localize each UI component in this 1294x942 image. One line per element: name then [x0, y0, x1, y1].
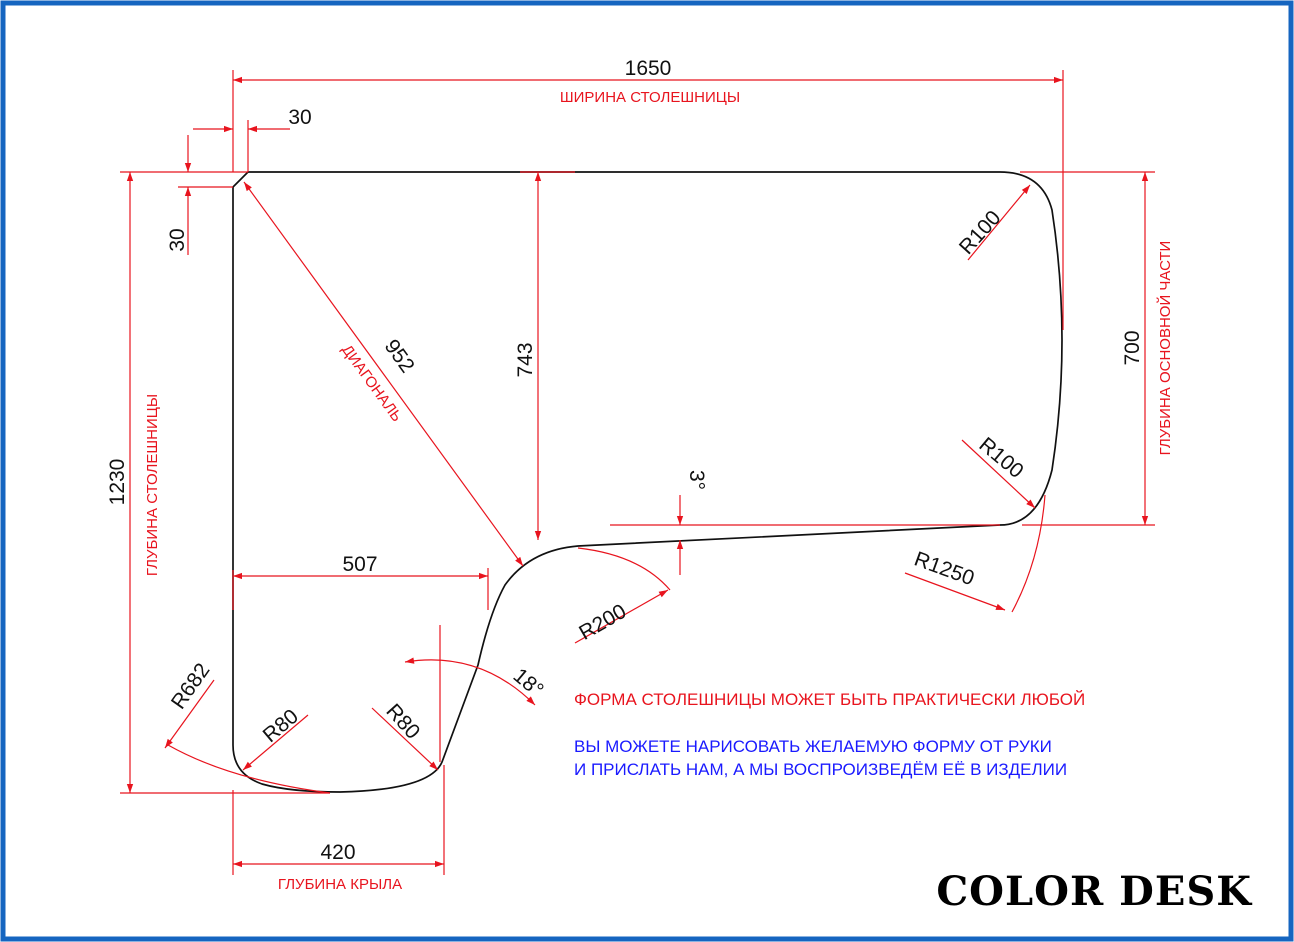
dim-total-depth-label: ГЛУБИНА СТОЛЕШНИЦЫ: [144, 394, 161, 576]
leader-r200: [574, 589, 669, 644]
leader-r682: [164, 679, 215, 749]
dim-angle-wing-arc: [404, 657, 536, 706]
dimension-lines: [126, 76, 1149, 868]
dim-chamfer-y: 30: [166, 228, 189, 251]
tabletop-outline: [232, 171, 1063, 793]
shape-note: ФОРМА СТОЛЕШНИЦЫ МОЖЕТ БЫТЬ ПРАКТИЧЕСКИ …: [574, 690, 1085, 709]
arc-r682: [167, 744, 331, 794]
radius-bottom-right: R100: [975, 433, 1028, 483]
radius-top-right: R100: [955, 206, 1006, 259]
dim-total-width-label: ШИРИНА СТОЛЕШНИЦЫ: [560, 89, 740, 106]
leader-r80-left: [242, 714, 309, 771]
brand-logo: COLOR DESK: [936, 868, 1252, 915]
dim-total-width: 1650: [625, 57, 672, 80]
dim-main-depth: 700: [1121, 330, 1144, 365]
dim-main-depth-label: ГЛУБИНА ОСНОВНОЙ ЧАСТИ: [1156, 241, 1174, 456]
dim-diagonal-line: [243, 181, 524, 567]
dim-angle-wing: 18°: [509, 664, 548, 702]
draw-note-line2: И ПРИСЛАТЬ НАМ, А МЫ ВОСПРОИЗВЕДЁМ ЕЁ В …: [574, 760, 1067, 779]
leader-r100-bottom: [961, 439, 1036, 509]
radius-leaders: [164, 184, 1046, 794]
dim-wing-depth: 420: [320, 841, 355, 864]
radius-left-large: R682: [167, 659, 215, 713]
dim-diagonal: 952: [380, 335, 419, 377]
dim-wing-depth-label: ГЛУБИНА КРЫЛА: [278, 876, 402, 893]
draw-note-line1: ВЫ МОЖЕТЕ НАРИСОВАТЬ ЖЕЛАЕМУЮ ФОРМУ ОТ Р…: [574, 737, 1052, 756]
leader-r80-mid: [371, 707, 439, 771]
radius-inner-corner: R200: [575, 600, 630, 645]
dim-inner-depth: 743: [514, 342, 537, 377]
dim-total-depth: 1230: [106, 459, 129, 506]
leader-r1250: [904, 572, 1006, 611]
dim-inner-width: 507: [342, 553, 377, 576]
radius-bottom-left: R80: [259, 705, 303, 747]
dim-angle-small: 3°: [685, 470, 708, 490]
radius-right-edge: R1250: [911, 548, 977, 591]
leader-r100-top: [967, 184, 1031, 261]
arc-r1250: [1011, 494, 1046, 613]
arc-r200: [577, 547, 671, 591]
extension-lines: [120, 70, 1155, 875]
dim-chamfer-x: 30: [288, 106, 311, 129]
radius-bottom-mid: R80: [381, 700, 424, 744]
